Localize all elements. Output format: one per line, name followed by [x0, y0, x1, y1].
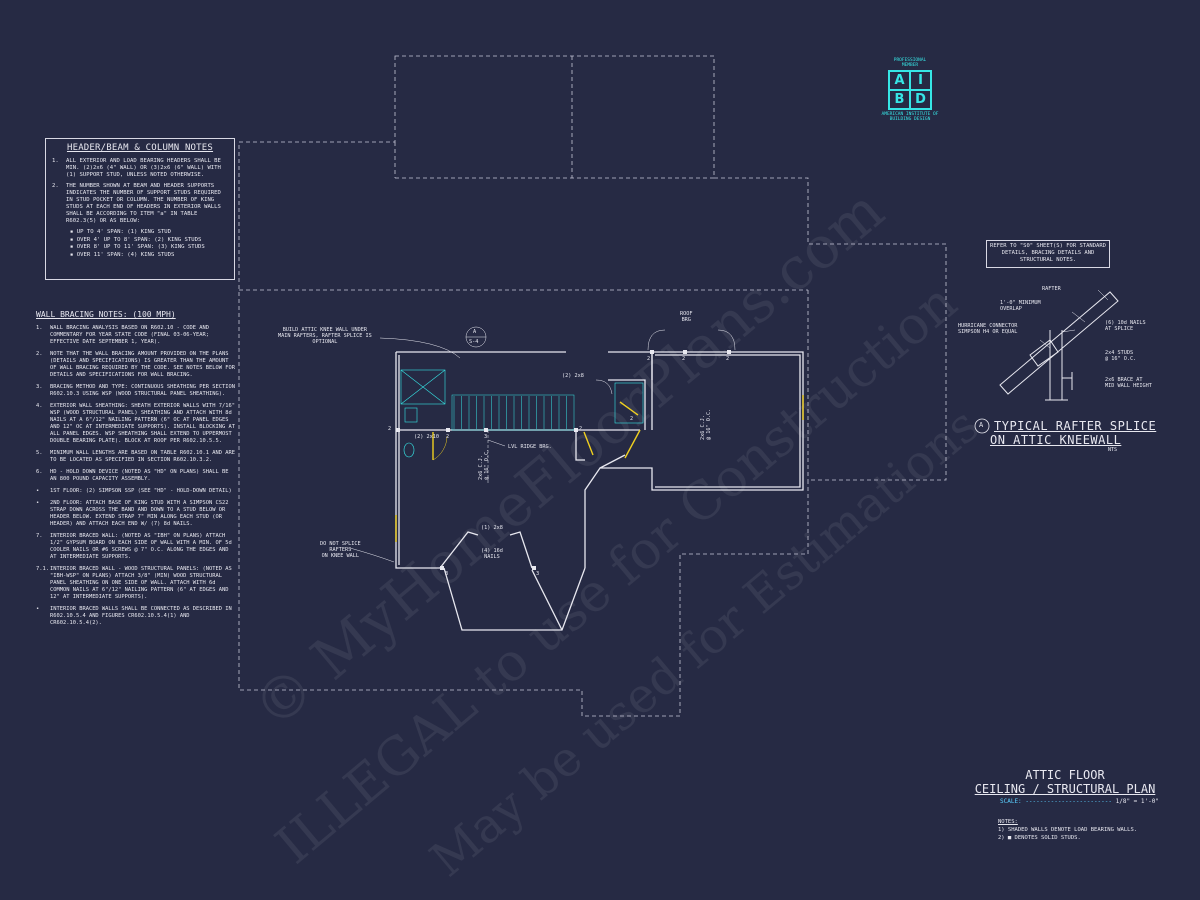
rafter-label: RAFTER	[1042, 286, 1061, 292]
stud-count: 3	[445, 571, 449, 577]
nts-label: NTS	[1108, 447, 1118, 453]
header-2x10-label: (2) 2x10	[414, 434, 439, 440]
doors	[395, 395, 804, 542]
studs-label: 2x4 STUDS @ 16" O.C.	[1105, 350, 1137, 362]
aibd-top-text: PROFESSIONAL MEMBER	[893, 58, 927, 68]
stud-count: 2	[647, 356, 651, 362]
header-beam-notes: HEADER/BEAM & COLUMN NOTES 1. ALL EXTERI…	[45, 138, 235, 280]
lvl-ridge-label: LVL RIDGE BRG.	[508, 444, 552, 450]
king-stud-rule: ▪ OVER 11' SPAN: (4) KING STUDS	[70, 251, 175, 258]
plan-title: ATTIC FLOOR CEILING / STRUCTURAL PLAN	[960, 768, 1170, 796]
bracing-note-item: •INTERIOR BRACED WALLS SHALL BE CONNECTE…	[36, 606, 232, 626]
stud-count: 2	[726, 356, 730, 362]
bath-fixtures	[400, 369, 644, 458]
knee-wall-note: BUILD ATTIC KNEE WALL UNDER MAIN RAFTERS…	[278, 327, 372, 345]
section-marker-top: A	[473, 329, 477, 335]
bracing-notes-title: WALL BRACING NOTES: (100 MPH)	[36, 310, 176, 319]
plan-scale: SCALE: ------------------------ 1/8" = 1…	[1000, 798, 1159, 805]
king-stud-rule: ▪ OVER 4' UP TO 8' SPAN: (2) KING STUDS	[70, 236, 202, 243]
bracing-note-item: •2ND FLOOR: ATTACH BASE OF KING STUD WIT…	[36, 500, 229, 527]
header-2x8-label: (2) 2x8	[562, 373, 584, 379]
wall-bracing-notes: WALL BRACING NOTES: (100 MPH) 1.WALL BRA…	[36, 310, 236, 632]
bracing-note-item: 5.MINIMUM WALL LENGTHS ARE BASED ON TABL…	[36, 450, 235, 463]
header-notes-title: HEADER/BEAM & COLUMN NOTES	[66, 143, 214, 153]
aibd-logo: PROFESSIONAL MEMBER A I B D AMERICAN INS…	[875, 58, 945, 122]
stud-count: 2	[446, 434, 450, 440]
ceiling-joist-label-b: 2x6 C.J. @ 16" O.C.	[700, 408, 712, 440]
plan-title-line2: CEILING / STRUCTURAL PLAN	[974, 782, 1156, 796]
aibd-bottom-text: AMERICAN INSTITUTE OF BUILDING DESIGN	[881, 112, 939, 122]
overlap-label: 1'-0" MINIMUM OVERLAP	[1000, 300, 1041, 312]
bracing-note-item: 2.NOTE THAT THE WALL BRACING AMOUNT PROV…	[36, 351, 235, 378]
rafter-splice-detail	[974, 289, 1119, 434]
plan-notes-title: NOTES:	[998, 819, 1018, 825]
brace-label: 2x6 BRACE AT MID WALL HEIGHT	[1105, 377, 1152, 389]
nails-16d-label: (4) 16d NAILS	[481, 548, 503, 560]
stud-count: 2	[630, 416, 634, 422]
stud-count: 2	[388, 426, 392, 432]
bracing-note-item: •1ST FLOOR: (2) SIMPSON SSP (SEE "HD" - …	[36, 488, 232, 494]
king-stud-rule: ▪ OVER 8' UP TO 11' SPAN: (3) KING STUDS	[70, 244, 205, 250]
reference-note: REFER TO "S0" SHEET(S) FOR STANDARD DETA…	[986, 240, 1110, 268]
main-floor-outline	[238, 55, 947, 717]
bracing-note-item: 3.BRACING METHOD AND TYPE: CONTINUOUS SH…	[36, 384, 235, 397]
section-marker-bottom: S-4	[469, 339, 479, 345]
plan-title-line1: ATTIC FLOOR	[1025, 768, 1105, 782]
stair	[451, 394, 575, 431]
solid-studs	[396, 350, 731, 570]
bracing-note-item: 7.1.INTERIOR BRACED WALL - WOOD STRUCTUR…	[36, 566, 232, 600]
stud-count: 3	[484, 434, 488, 440]
stud-count: 2	[579, 426, 583, 432]
bracing-note-item: 1.WALL BRACING ANALYSIS BASED ON R602.10…	[36, 325, 210, 345]
detail-marker: A	[979, 421, 984, 429]
splice-detail-title: TYPICAL RAFTER SPLICE ON ATTIC KNEEWALL	[990, 419, 1157, 447]
no-splice-note: DO NOT SPLICE RAFTERS ON KNEE WALL	[320, 541, 361, 559]
header-1-2x8-label: (1) 2x8	[481, 525, 503, 531]
plan-note-line: 1) SHADED WALLS DENOTE LOAD BEARING WALL…	[998, 827, 1138, 833]
header-note-item: 1. ALL EXTERIOR AND LOAD BEARING HEADERS…	[52, 158, 221, 178]
bracing-note-item: 6.HD - HOLD DOWN DEVICE (NOTED AS "HD" O…	[36, 469, 229, 482]
bracing-note-item: 7.INTERIOR BRACED WALL: (NOTED AS "IBH" …	[36, 533, 232, 560]
roof-bearing-label: ROOF BRG	[680, 311, 693, 323]
leaders	[349, 326, 736, 563]
nails-label: (6) 10d NAILS AT SPLICE	[1105, 320, 1146, 332]
stud-count: 2	[682, 356, 686, 362]
bracing-note-item: 4.EXTERIOR WALL SHEATHING: SHEATH EXTERI…	[36, 403, 235, 444]
ceiling-joist-label-a: 2x6 C.J. @ 16" O.C.	[478, 448, 490, 480]
plan-notes: NOTES: 1) SHADED WALLS DENOTE LOAD BEARI…	[998, 818, 1137, 842]
connector-label: HURRICANE CONNECTOR SIMPSON H4 OR EQUAL	[958, 323, 1018, 335]
stud-count: 3	[536, 571, 540, 577]
aibd-letters: A I B D	[888, 70, 932, 110]
attic-walls	[395, 351, 804, 631]
plan-note-line: 2) ■ DENOTES SOLID STUDS.	[998, 835, 1081, 841]
header-note-item: 2. THE NUMBER SHOWN AT BEAM AND HEADER S…	[52, 183, 221, 224]
king-stud-rule: ▪ UP TO 4' SPAN: (1) KING STUD	[70, 229, 172, 235]
